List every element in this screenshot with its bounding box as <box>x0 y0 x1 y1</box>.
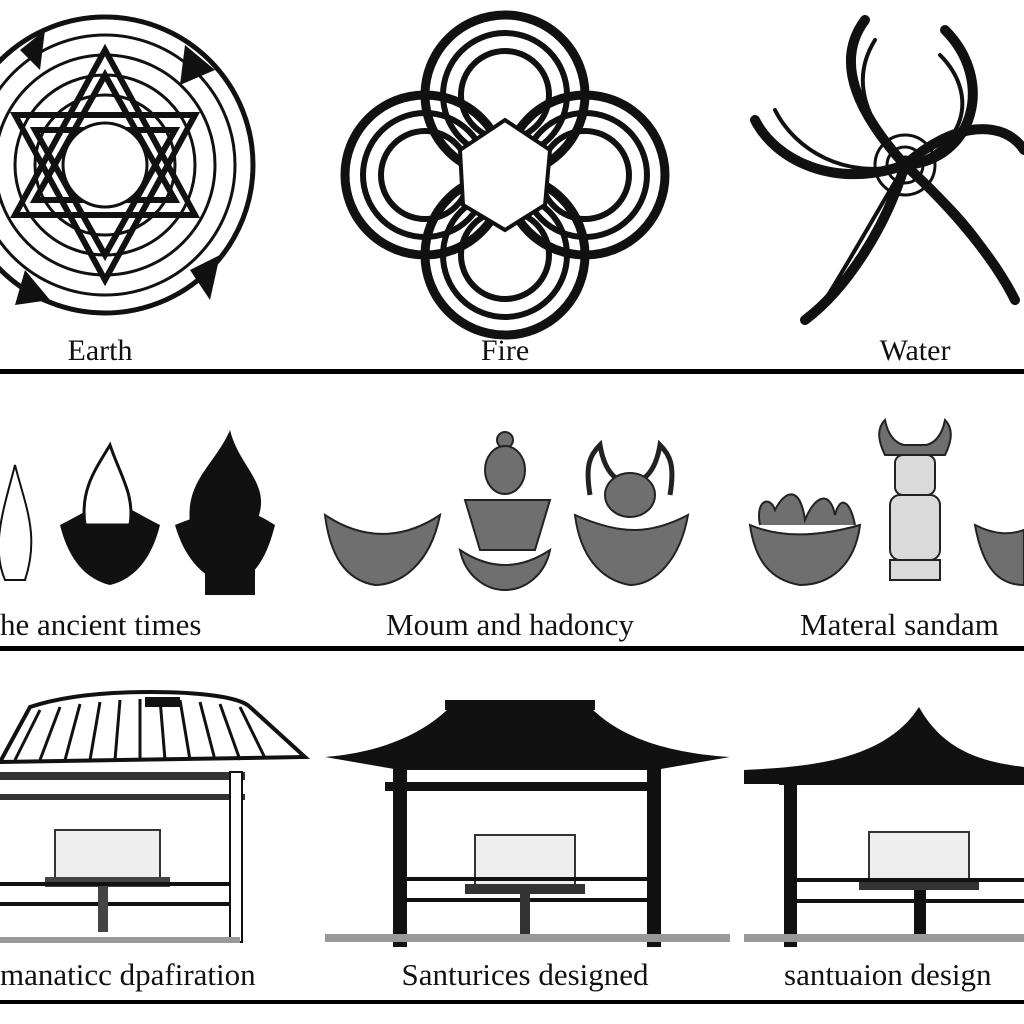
pavilion-panel-2: Santurices designed <box>325 652 730 1024</box>
divider-2 <box>0 646 1024 651</box>
pavilion-icon <box>0 689 310 943</box>
santurices-caption: Santurices designed <box>401 957 649 992</box>
water-caption: Water <box>879 334 951 367</box>
flame-group-icon <box>0 430 275 595</box>
pagoda-pavilion-icon <box>325 700 730 947</box>
meditating-figure-icon <box>323 431 690 592</box>
ancient-times-caption: he ancient times <box>0 607 202 642</box>
materal-caption: Materal sandam <box>800 607 999 642</box>
elements-row: Earth <box>0 0 1024 375</box>
earth-mandala-icon <box>0 14 256 316</box>
santuaion-caption: santuaion design <box>784 957 992 992</box>
pavilion-panel-3: santuaion design <box>744 652 1024 1024</box>
sanctuaries-row: manaticc dpafiration Santurices designed <box>0 652 1024 1024</box>
fire-panel: Fire <box>335 0 675 375</box>
figures-panel: Moum and hadoncy <box>320 375 700 650</box>
fire-knot-icon <box>340 10 670 340</box>
flames-panel: he ancient times <box>0 375 300 650</box>
water-swirl-icon <box>750 15 1024 325</box>
earth-caption: Earth <box>67 334 133 367</box>
divider-3 <box>0 1000 1024 1004</box>
idols-panel: Materal sandam <box>745 375 1024 650</box>
water-panel: Water <box>745 0 1024 375</box>
horned-idol-icon <box>748 417 1024 587</box>
figures-row: he ancient times Moum and hadoncy Matera… <box>0 375 1024 650</box>
earth-panel: Earth <box>0 0 260 367</box>
divider-1 <box>0 369 1024 374</box>
fire-caption: Fire <box>480 334 530 367</box>
moum-caption: Moum and hadoncy <box>386 607 634 642</box>
manaticc-caption: manaticc dpafiration <box>0 957 256 992</box>
pavilion-panel-1: manaticc dpafiration <box>0 652 310 1024</box>
pagoda-pavilion-icon <box>744 707 1024 947</box>
